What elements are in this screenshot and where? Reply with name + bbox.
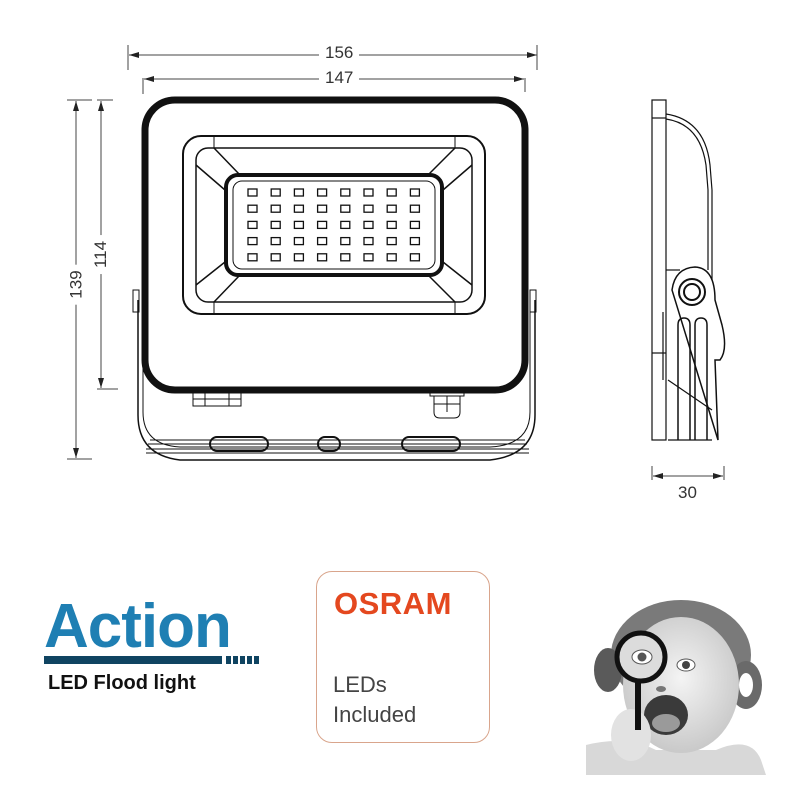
led-chip [340, 204, 351, 213]
led-chip [247, 236, 258, 246]
led-chip [247, 204, 258, 213]
led-chip [340, 188, 351, 197]
led-chip [270, 220, 281, 230]
led-chip [247, 253, 258, 262]
led-chip [293, 188, 305, 197]
led-chip [386, 220, 397, 230]
child-magnifier-photo [586, 600, 766, 775]
led-chip [363, 188, 374, 197]
led-chip [409, 220, 421, 230]
led-chip [363, 253, 374, 262]
dim-label-height-housing: 114 [91, 234, 110, 275]
led-array [247, 188, 421, 262]
led-chip [409, 236, 421, 246]
led-chip [316, 253, 328, 262]
osram-brand-text: OSRAM [334, 586, 452, 621]
action-brand-text: Action [44, 592, 232, 661]
led-chip [409, 253, 421, 262]
led-chip [270, 204, 281, 213]
dim-label-height-overall: 139 [67, 264, 86, 305]
led-chip [316, 204, 328, 213]
led-chip [386, 188, 397, 197]
led-chip [409, 188, 421, 197]
led-chip [293, 253, 305, 262]
action-logo-bar-segment [233, 656, 238, 664]
led-chip [340, 220, 351, 230]
led-chip [386, 253, 397, 262]
osram-badge: OSRAM LEDs Included [316, 571, 490, 743]
led-chip [386, 236, 397, 246]
led-chip [386, 204, 397, 213]
dim-label-width-housing: 147 [319, 69, 360, 86]
led-chip [270, 236, 281, 246]
action-logo: Action LED Flood light [44, 596, 264, 706]
action-logo-bar [44, 656, 222, 664]
side-view [651, 99, 726, 441]
led-chip [363, 220, 374, 230]
osram-line-1: LEDs [333, 672, 387, 697]
dim-label-width-overall: 156 [319, 44, 360, 61]
led-chip [409, 204, 421, 213]
led-chip [363, 204, 374, 213]
front-view [132, 96, 537, 461]
dimension-depth-30 [651, 466, 725, 480]
led-chip [293, 204, 305, 213]
osram-line-2: Included [333, 702, 417, 727]
led-chip [247, 220, 258, 230]
terminal-block [192, 391, 242, 407]
action-subtitle: LED Flood light [48, 672, 196, 694]
cable-gland [429, 391, 465, 419]
led-chip [316, 236, 328, 246]
led-chip [293, 236, 305, 246]
led-chip [270, 188, 281, 197]
action-logo-bar-segment [254, 656, 259, 664]
action-logo-bar-segment [226, 656, 231, 664]
led-chip [363, 236, 374, 246]
led-chip [316, 220, 328, 230]
led-chip [340, 253, 351, 262]
action-logo-bar-segment [247, 656, 252, 664]
led-chip [247, 188, 258, 197]
led-chip [340, 236, 351, 246]
action-logo-bar-segment [240, 656, 245, 664]
led-chip [270, 253, 281, 262]
led-chip [293, 220, 305, 230]
led-chip [316, 188, 328, 197]
dim-label-depth: 30 [678, 483, 697, 502]
